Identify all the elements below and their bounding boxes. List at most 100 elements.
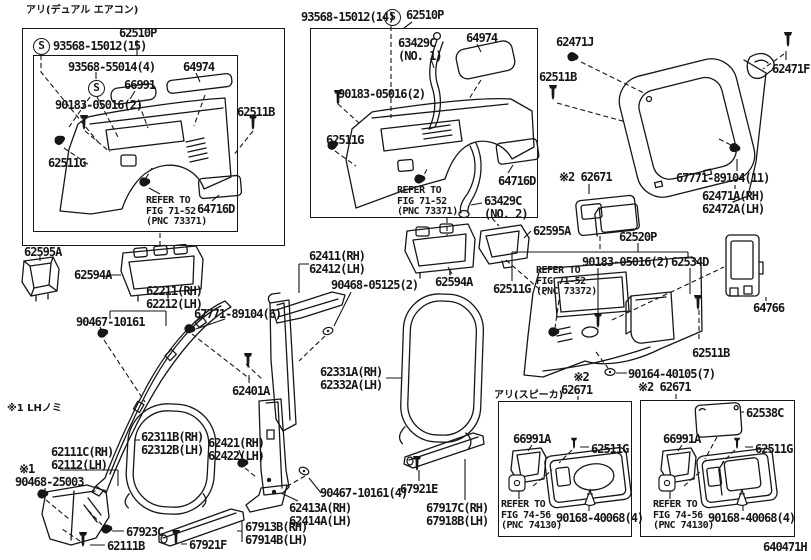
label-62421-pair: 62421(RH) 62422(LH) [208,436,265,463]
label-62511b-top: 62511B [539,70,577,84]
label-refer-73371-left: REFER TO FIG 71-52 (PNC 73371) [146,195,207,227]
label-93568-15012-14: 93568-15012(14) [301,10,395,24]
label-64716d-mid: 64716D [498,174,536,188]
screw-icon [413,456,421,471]
tray-62594a-mid-drawing [404,223,476,279]
label-note2-62671-upper: ※2 62671 [559,170,613,184]
label-fig-code: 640471H [763,540,808,554]
clip-icon [37,489,49,499]
label-66991: 66991 [124,78,156,92]
label-62534d: 62534D [671,255,709,269]
label-62511g-boxleft: 62511G [591,442,629,456]
variant-header-dual-aircon: アリ(デュアル エアコン) [26,5,139,16]
label-67771-89104-11: 67771-89104(11) [676,171,770,185]
leader-lines-dashed [40,26,785,542]
label-62511g-left: 62511G [48,156,86,170]
label-62311b-pair: 62311B(RH) 62312B(LH) [141,430,204,457]
garnish-strip-64974-drawing [166,72,233,94]
label-66991a-left: 66991A [513,432,551,446]
grommet-icon [604,368,616,376]
label-90183-05016-left: 90183-05016(2) [55,98,143,112]
grommet-icon [297,465,311,477]
grommet-icon [321,325,335,337]
label-62510p-mid: 62510P [406,8,444,22]
label-refer-73372: REFER TO FIG 71-52 (PNC 73372) [536,265,597,297]
label-67771-89104-6: 67771-89104(6) [194,307,282,321]
label-62594a-left: 62594A [74,268,112,282]
label-64716d-left: 64716D [197,202,235,216]
label-62111b: 62111B [107,539,145,553]
label-note2-62671-right: ※2 62671 [638,380,692,394]
label-62511g-right: 62511G [493,282,531,296]
label-67913b-pair: 67913B(RH) 67914B(LH) [245,520,308,547]
label-62511g-mid: 62511G [326,133,364,147]
label-note2-62671-stack: ※2 62671 [561,370,593,397]
variant-header-speaker: アリ(スピーカ) [494,390,564,401]
cup-62595a-left-drawing [21,256,60,302]
roof-side-garnish-62411-drawing [272,291,346,324]
speaker-variant-box-right [640,400,795,537]
label-refer-74130-left: REFER TO FIG 74-56 (PNC 74130) [501,499,562,531]
clip-icon [96,327,110,339]
door-opening-trim-62311b-drawing [124,403,217,515]
label-67923c: 67923C [126,525,164,539]
label-90467-10161-4: 90467-10161(4) [320,486,408,500]
label-64974-mid: 64974 [466,31,498,45]
center-pillar-garnish-62413a-drawing [245,398,290,513]
label-62471j: 62471J [556,35,594,49]
quarter-trim-inner-box [33,55,238,232]
label-62331a-pair: 62331A(RH) 62332A(LH) [320,365,383,392]
screw-icon [549,85,557,100]
label-62471a-pair: 62471A(RH) 62472A(LH) [702,189,765,216]
cup-62595a-right-drawing [478,224,530,269]
quarter-trim-panel-rh-drawing [59,72,243,215]
label-64766: 64766 [753,301,785,315]
label-62595a-left: 62595A [24,245,62,259]
armrest-pad-66991-drawing [110,83,157,105]
dual-aircon-variant-box [22,28,285,246]
screw-icon [244,353,252,368]
label-note1: ※1 [19,462,35,476]
label-66991a-right: 66991A [663,432,701,446]
screw-icon [594,313,602,328]
cover-62538c-drawing [694,402,743,438]
label-refer-73371-mid: REFER TO FIG 71-52 (PNC 73371) [397,185,458,217]
circled-s-screw-symbol: S [88,80,105,97]
label-90468-25003: 90468-25003 [15,475,84,489]
garnish-pad-64974-mid-drawing [455,40,516,80]
label-62594a-mid: 62594A [435,275,473,289]
label-90183-05016-right: 90183-05016(2) [582,255,670,269]
cowl-side-trim-62111c-drawing [41,484,110,546]
rear-quarter-trim-62520p-drawing [523,256,703,378]
label-63429c-no1: 63429C (NO. 1) [398,36,443,63]
label-62211-pair: 62211(RH) 62212(LH) [146,284,203,311]
label-93568-55014: 93568-55014(4) [68,60,156,74]
screw-icon [79,532,87,547]
screw-icon [784,32,792,47]
leader-lines-solid [39,21,787,546]
label-62595a-right: 62595A [533,224,571,238]
label-64974-left: 64974 [183,60,215,74]
label-62413a-pair: 62413A(RH) 62414A(LH) [289,501,352,528]
label-67921f: 67921F [189,538,227,552]
label-93568-15012-15: 93568-15012(15) [53,39,147,53]
label-note1-lh-only: ※1 LHノミ [7,403,62,414]
label-62111c-pair: 62111C(RH) 62112(LH) [51,445,114,472]
label-90467-10161: 90467-10161 [76,315,145,329]
circled-s-screw-symbol: S [384,9,401,26]
label-67921e: 67921E [400,482,438,496]
label-62511g-boxright: 62511G [755,442,793,456]
label-63429c-no2: 63429C (NO. 2) [484,194,529,221]
lid-64716d-drawing [197,174,243,200]
duct-63429c-no1-drawing [428,31,444,130]
label-90183-05016-mid: 90183-05016(2) [338,87,426,101]
label-62510p-left: 62510P [119,26,157,40]
label-refer-74130-right: REFER TO FIG 74-56 (PNC 74130) [653,499,714,531]
label-90168-40068-right: 90168-40068(4) [708,511,796,525]
screw-icon [694,295,702,310]
label-90164-40105: 90164-40105(7) [628,367,716,381]
label-62520p: 62520P [619,230,657,244]
quarter-window-garnish-62471a-drawing [618,52,775,203]
